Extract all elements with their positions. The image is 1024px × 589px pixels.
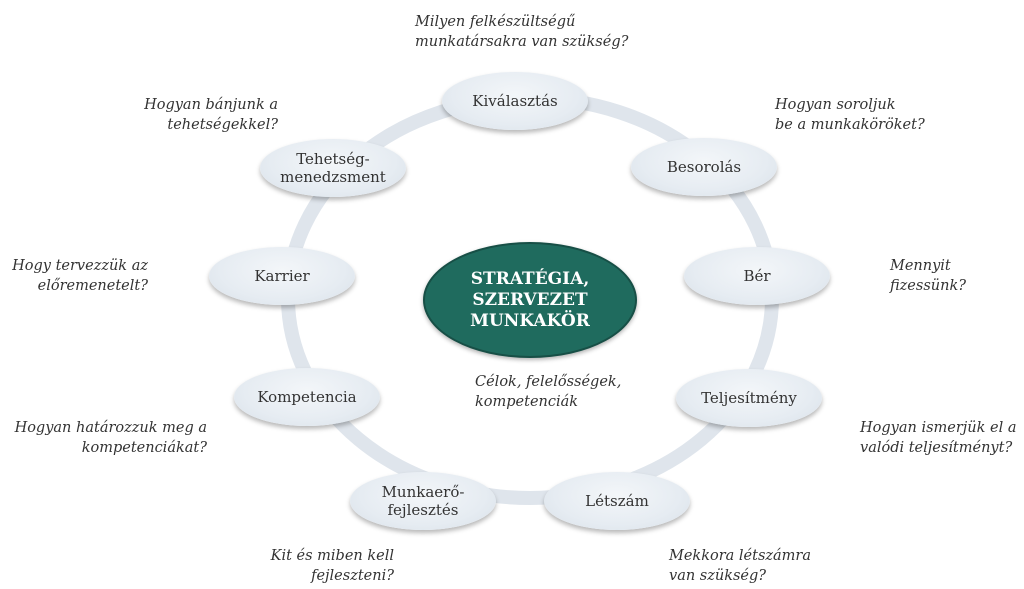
question-kivalasztas: Milyen felkészültségű munkatársakra van …	[415, 14, 629, 50]
node-kompetencia: Kompetencia	[234, 368, 380, 426]
node-teljesitmeny: Teljesítmény	[676, 369, 822, 427]
question-besorolas: Hogyan soroljuk be a munkaköröket?	[775, 97, 925, 133]
question-munkaero-fejlesztes: Kit és miben kell fejleszteni?	[270, 548, 394, 584]
node-karrier: Karrier	[209, 247, 355, 305]
node-letszam: Létszám	[544, 472, 690, 530]
question-tehetsegmenedzsment: Hogyan bánjunk a tehetségekkel?	[144, 97, 278, 133]
node-tehetsegmenedzsment: Tehetség- menedzsment	[260, 139, 406, 197]
question-kompetencia: Hogyan határozzuk meg a kompetenciákat?	[14, 420, 207, 456]
question-letszam: Mekkora létszámra van szükség?	[669, 548, 812, 584]
question-karrier: Hogy tervezzük az előremenetelt?	[12, 258, 148, 294]
node-besorolas: Besorolás	[631, 138, 777, 196]
node-kivalasztas: Kiválasztás	[442, 72, 588, 130]
node-ber: Bér	[684, 247, 830, 305]
center-strategy-node: STRATÉGIA, SZERVEZET MUNKAKÖR	[423, 242, 637, 358]
question-teljesitmeny: Hogyan ismerjük el a valódi teljesítmény…	[860, 420, 1017, 456]
question-ber: Mennyit fizessünk?	[890, 258, 967, 294]
node-munkaero-fejlesztes: Munkaerő- fejlesztés	[350, 472, 496, 530]
center-caption: Célok, felelősségek, kompetenciák	[475, 374, 622, 410]
